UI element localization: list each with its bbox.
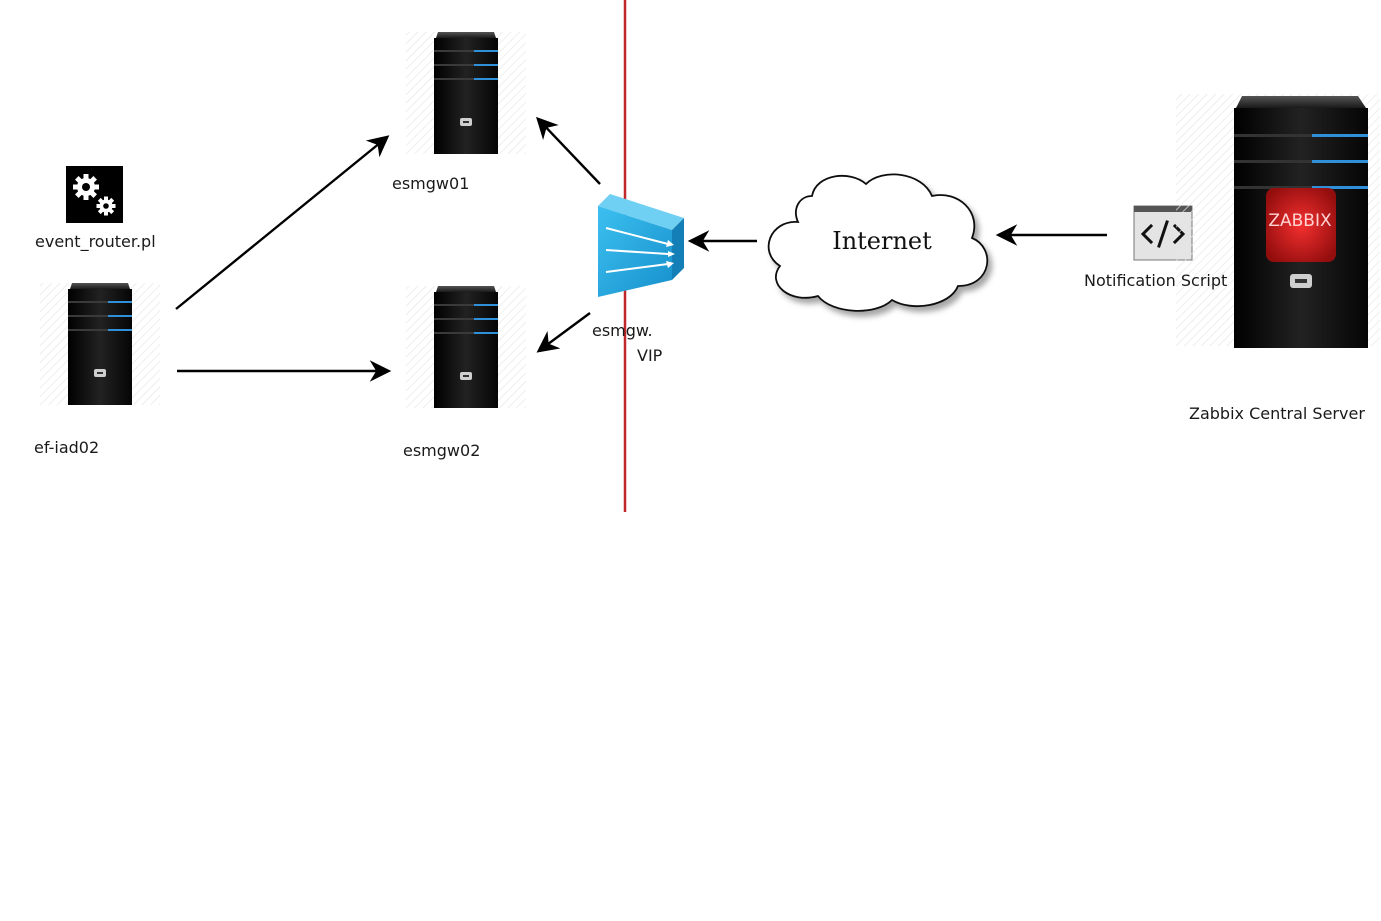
vip-label: VIP xyxy=(637,346,663,365)
server-icon-ef-iad02 xyxy=(40,283,160,405)
load-balancer-icon xyxy=(598,194,684,297)
vip-name-label: esmgw. xyxy=(592,321,653,340)
esmgw01-label: esmgw01 xyxy=(392,174,470,193)
arrow-ef-iad02-to-esmgw01 xyxy=(175,135,390,310)
esmgw02-label: esmgw02 xyxy=(403,441,481,460)
ef-iad02-label: ef-iad02 xyxy=(34,438,100,457)
server-icon-esmgw01 xyxy=(406,32,526,154)
arrow-vip-to-esmgw02 xyxy=(536,312,591,353)
event-router-label: event_router.pl xyxy=(35,232,156,251)
gears-icon xyxy=(66,166,123,223)
cloud-icon xyxy=(767,173,989,312)
server-icon-esmgw02 xyxy=(406,286,526,408)
internet-label: Internet xyxy=(832,227,932,255)
arrow-vip-to-esmgw01 xyxy=(536,116,601,185)
notification-script-label: Notification Script xyxy=(1084,271,1228,290)
zabbix-badge: ZABBIX xyxy=(1268,211,1332,231)
zabbix-server-icon xyxy=(1176,94,1380,348)
zabbix-server-label: Zabbix Central Server xyxy=(1189,404,1365,423)
